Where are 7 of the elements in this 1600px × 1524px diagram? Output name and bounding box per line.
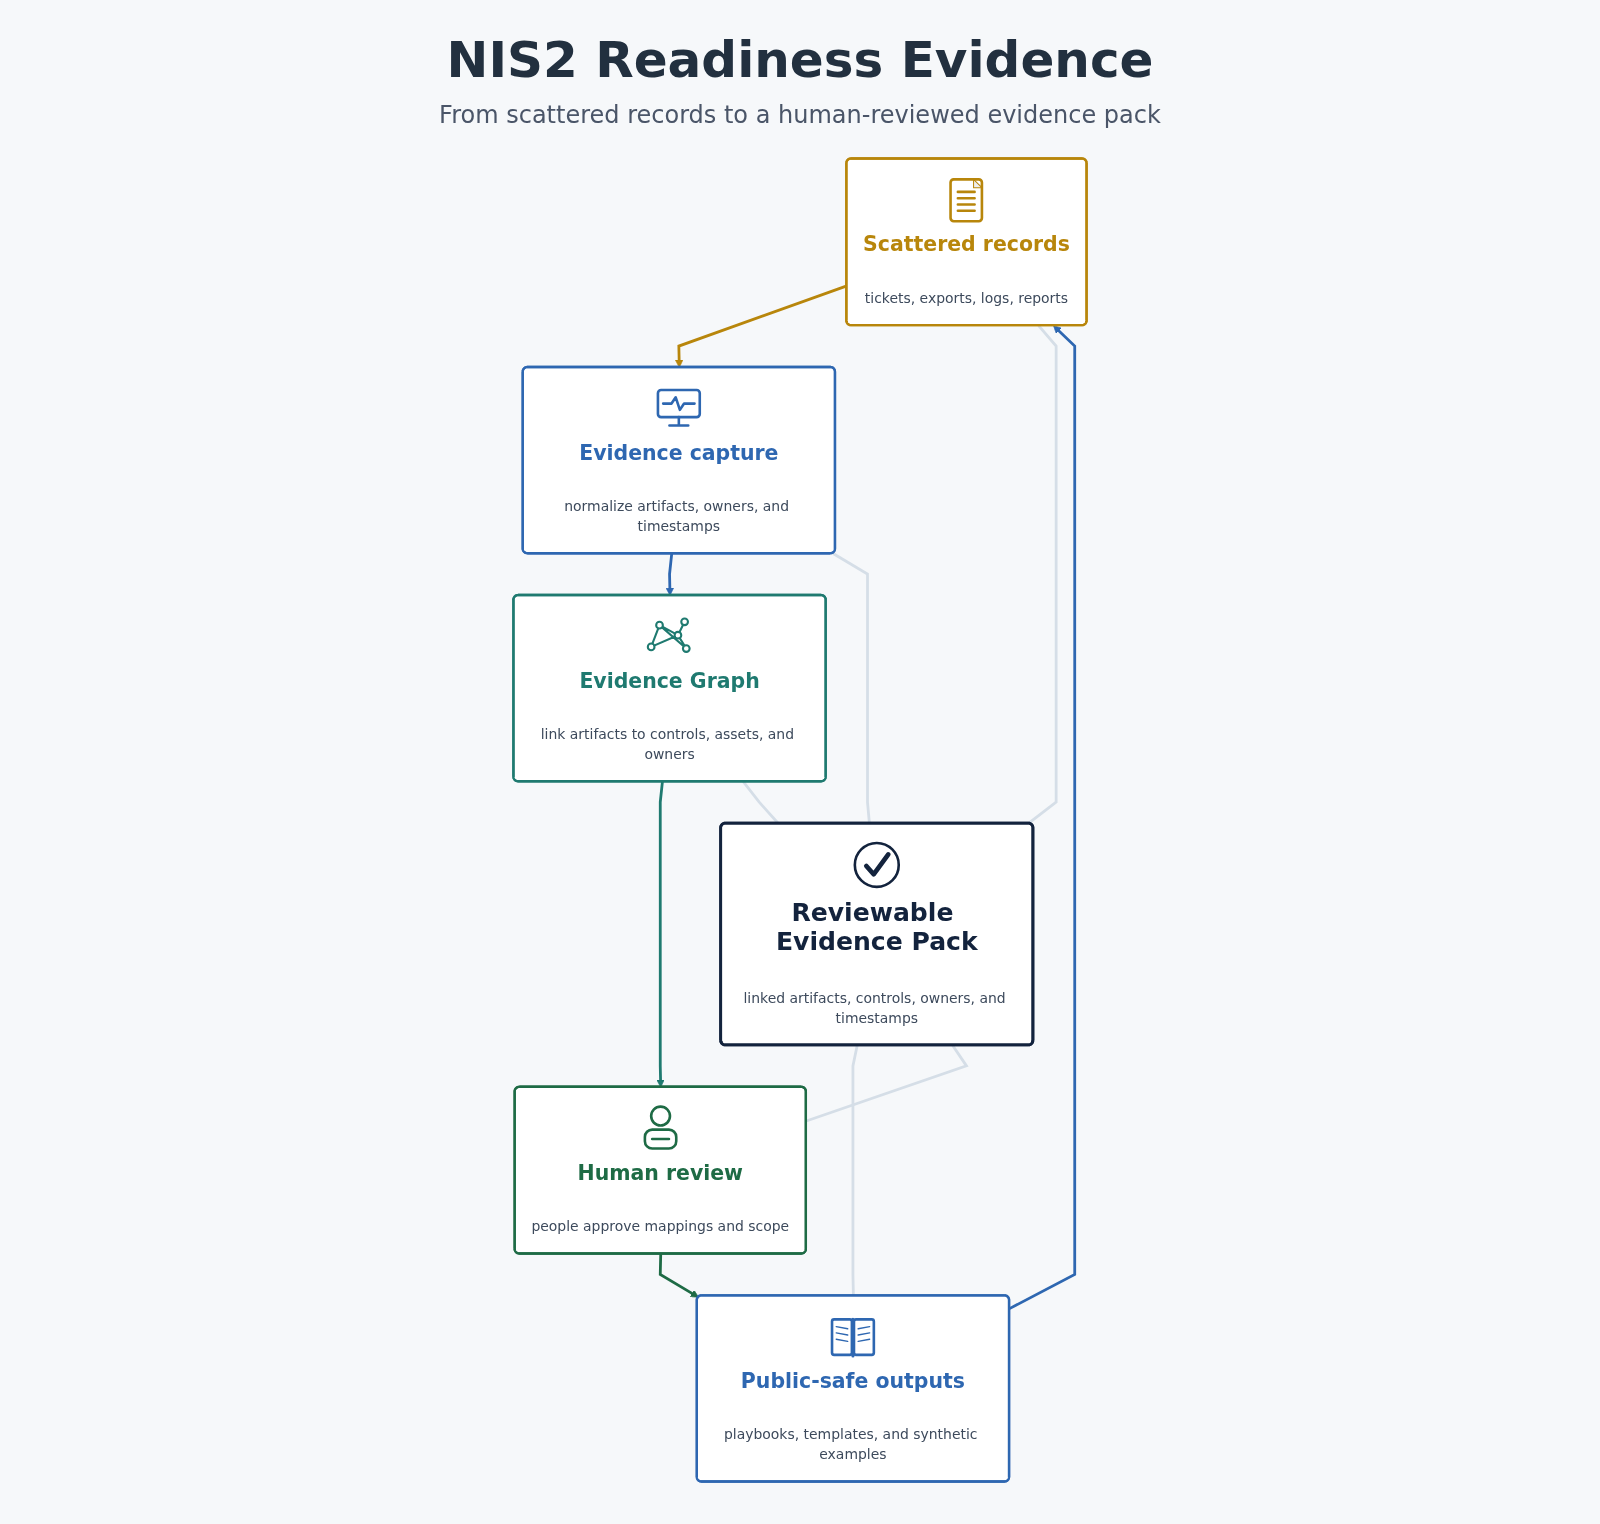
arrow <box>665 553 674 596</box>
connector <box>805 1044 969 1123</box>
connector <box>831 552 871 824</box>
arrow <box>658 1253 699 1298</box>
title: NIS2 Readiness Evidence <box>446 30 1154 90</box>
connector <box>851 1045 859 1296</box>
subtitle: From scattered records to a human-reviewed evidence pack <box>439 100 1161 131</box>
